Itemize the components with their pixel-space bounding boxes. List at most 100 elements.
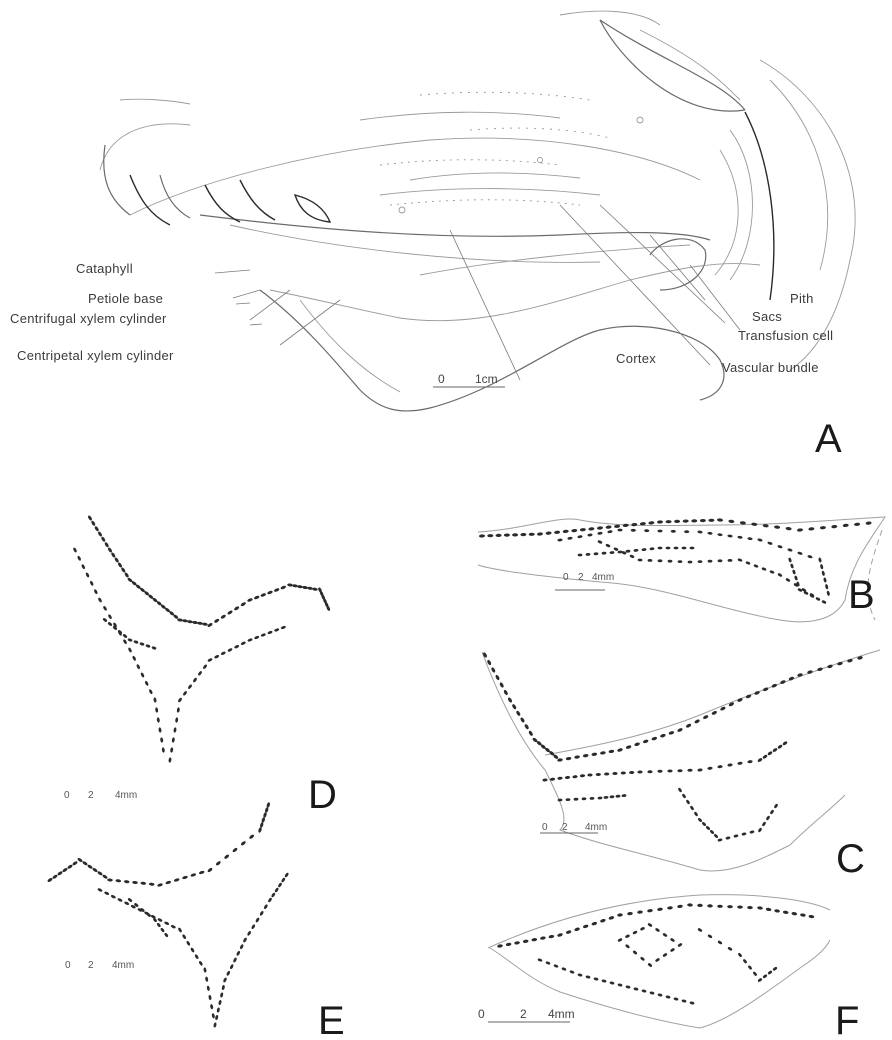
vascular-bundle-dot [102, 605, 107, 611]
vascular-bundle-dot [637, 910, 643, 914]
vascular-bundle-dot [192, 621, 198, 625]
vascular-bundle-dot [164, 921, 170, 926]
vascular-bundle-dot [697, 817, 702, 822]
panel-label-c: C [836, 837, 865, 881]
vascular-bundle-dot [711, 710, 717, 715]
vascular-bundle-dot [177, 927, 182, 933]
vascular-bundle-dot [140, 882, 146, 886]
vascular-bundle-dot [497, 944, 503, 948]
vascular-bundle-dot [292, 584, 298, 588]
vascular-bundle-dot [741, 832, 746, 836]
vascular-bundle-dot [700, 519, 706, 522]
vascular-bundle-dot [644, 529, 649, 532]
vascular-bundle-dot [633, 549, 638, 552]
vascular-bundle-dot [609, 981, 614, 985]
vascular-bundle-dot [791, 912, 797, 916]
vascular-bundle-dot [157, 918, 163, 923]
vascular-bundle-dot [683, 519, 689, 522]
vascular-bundle-dot [668, 560, 673, 563]
label-cataphyll: Cataphyll [76, 261, 133, 276]
vascular-bundle-dot [843, 523, 849, 527]
vascular-bundle-dot [825, 584, 829, 590]
vascular-bundle-dot [647, 962, 652, 967]
vascular-bundle-dot [678, 560, 683, 563]
vascular-bundle-dot [707, 934, 713, 939]
vascular-bundle-dot [815, 597, 821, 602]
vascular-bundle-dot [745, 561, 750, 565]
vascular-bundle-dot [577, 973, 582, 977]
vascular-bundle-dot [708, 519, 714, 522]
vascular-bundle-dot [175, 717, 179, 723]
vascular-bundle-dot [236, 950, 241, 956]
vascular-bundle-dot [73, 547, 78, 553]
scale-bar-d: 0 2 4mm [64, 790, 137, 801]
vascular-bundle-dot [206, 985, 210, 991]
vascular-bundle-dot [604, 772, 609, 775]
vascular-bundle-dot [625, 745, 631, 750]
vascular-bundle-dot [572, 775, 577, 779]
vascular-bundle-dot [608, 749, 614, 753]
vascular-bundle-dot [239, 944, 244, 950]
vascular-bundle-dot [102, 617, 107, 622]
vascular-bundle-dot [623, 523, 629, 527]
vascular-bundle-dot [557, 758, 563, 762]
vascular-bundle-dot [697, 768, 703, 772]
vascular-bundle-dot [774, 909, 780, 913]
vascular-bundle-dot [677, 942, 683, 947]
label-centripetal-xylem-cylinder: Centripetal xylem cylinder [17, 348, 174, 363]
vascular-bundle-dot [792, 569, 796, 574]
vascular-bundle-dot [220, 992, 224, 998]
vascular-bundle-dot [557, 933, 563, 938]
vascular-bundle-dot [777, 744, 783, 749]
vascular-bundle-dot [566, 757, 572, 761]
vascular-bundle-dot [586, 553, 591, 556]
vascular-bundle-dot [747, 537, 753, 540]
scale-c-zero: 0 [542, 822, 548, 833]
vascular-bundle-dot [637, 770, 642, 773]
vascular-bundle-dot [177, 618, 183, 622]
vascular-bundle-dot [593, 977, 598, 981]
scale-e-zero: 0 [65, 960, 71, 971]
label-centrifugal-xylem-cylinder: Centrifugal xylem cylinder [10, 311, 167, 326]
vascular-bundle-dot [631, 523, 637, 527]
vascular-bundle-dot [218, 1000, 222, 1006]
vascular-bundle-dot [717, 838, 722, 842]
vascular-bundle-dot [727, 946, 733, 951]
vascular-bundle-dot [717, 765, 723, 769]
vascular-bundle-dot [574, 927, 580, 932]
vascular-bundle-dot [274, 588, 280, 593]
vascular-bundle-dot [207, 867, 213, 873]
scale-c-end: 4mm [585, 822, 607, 833]
vascular-bundle-dot [277, 882, 282, 888]
vascular-bundle-dot [597, 540, 603, 545]
vascular-bundle-dot [668, 731, 674, 736]
vascular-bundle-dot [540, 936, 546, 940]
vascular-bundle-dot [234, 606, 240, 612]
scale-a-zero: 0 [438, 372, 445, 386]
scale-f-mid: 2 [520, 1007, 527, 1021]
vascular-bundle-dot [574, 755, 580, 759]
vascular-bundle-dot [240, 601, 246, 607]
vascular-bundle-dot [625, 985, 630, 989]
vascular-bundle-dot [110, 552, 116, 558]
vascular-bundle-dot [693, 811, 698, 817]
vascular-bundle-dot [613, 547, 619, 552]
vascular-bundle-dot [590, 797, 595, 800]
vascular-bundle-dot [657, 907, 663, 911]
vascular-bundle-dot [515, 710, 521, 716]
vascular-bundle-dot [267, 590, 273, 595]
vascular-bundle-dot [214, 618, 220, 624]
vascular-bundle-dot [767, 970, 773, 975]
panel-f-drawing [488, 895, 830, 1028]
vascular-bundle-dot [182, 875, 188, 880]
vascular-bundle-dot [127, 638, 132, 642]
vascular-bundle-dot [797, 588, 803, 593]
vascular-bundle-dot [251, 924, 256, 930]
vascular-bundle-dot [247, 930, 252, 936]
vascular-bundle-dot [717, 533, 723, 536]
vascular-bundle-dot [689, 1001, 694, 1005]
vascular-bundle-dot [818, 557, 822, 563]
vascular-bundle-dot [62, 867, 68, 873]
panel-b-bundles [479, 518, 872, 604]
vascular-bundle-dot [808, 527, 814, 531]
